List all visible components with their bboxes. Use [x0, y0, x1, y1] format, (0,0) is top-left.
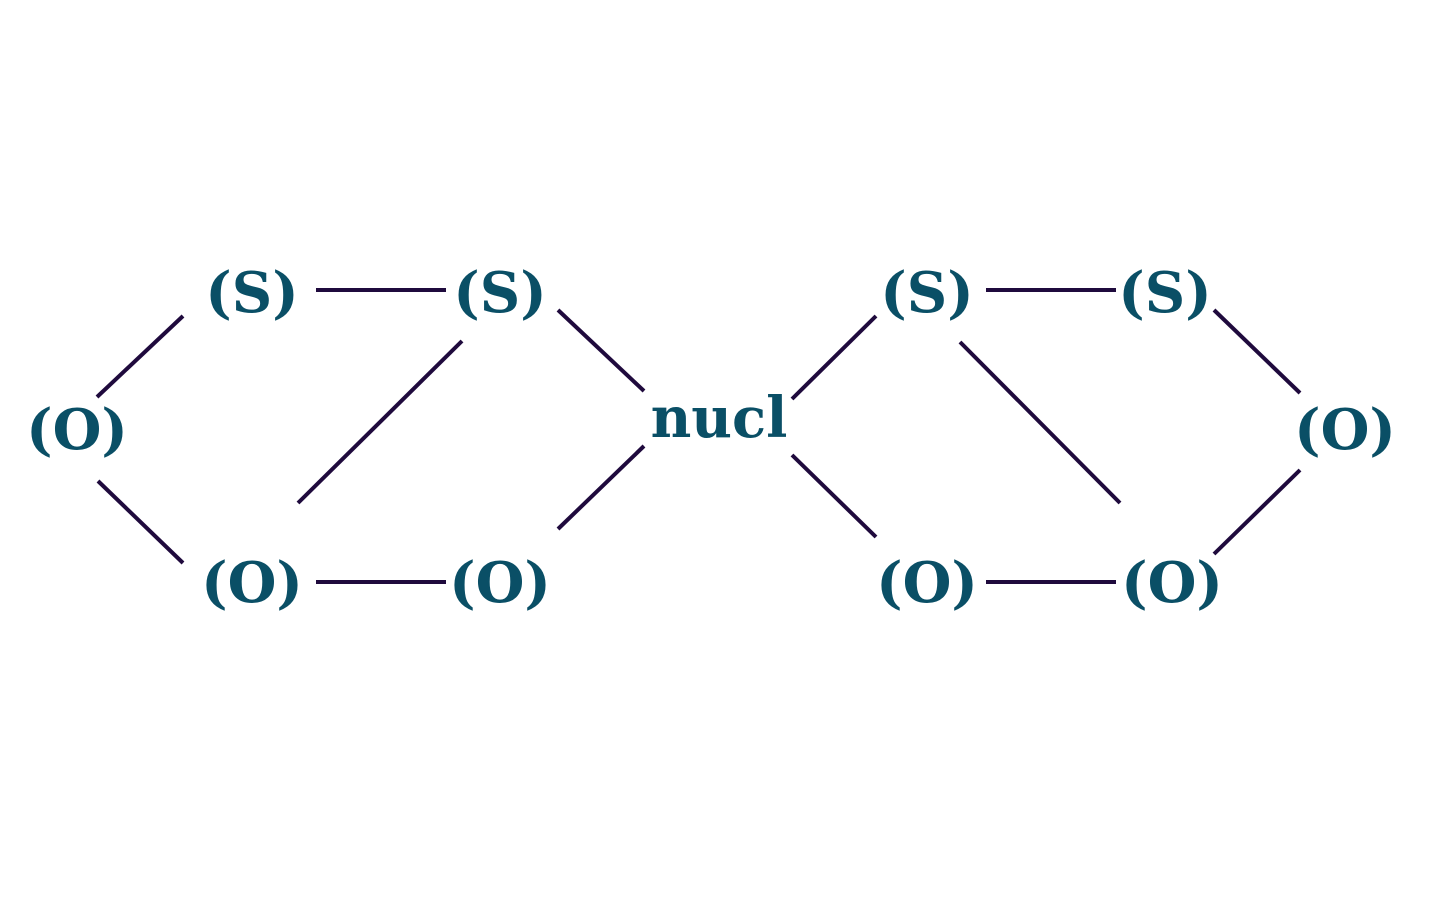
node-o-left: (O) — [26, 397, 128, 463]
edge-o_left-o_bl1 — [96, 479, 185, 565]
node-o-bottom-right-2: (O) — [1121, 550, 1223, 616]
node-o-right: (O) — [1294, 397, 1396, 463]
node-s-1: (S) — [205, 260, 299, 326]
node-nucl: nucl — [650, 385, 788, 451]
edge-s2-o_bl1 — [296, 339, 464, 505]
node-s-3: (S) — [880, 260, 974, 326]
node-o-bottom-left-1: (O) — [201, 550, 303, 616]
edge-s2-nucl — [556, 308, 646, 393]
node-s-2: (S) — [453, 260, 547, 326]
edge-o_br2-o_right — [1212, 468, 1302, 556]
edge-s4-o_right — [1212, 308, 1302, 395]
node-o-bottom-right-1: (O) — [876, 550, 978, 616]
edge-o_bl2-nucl — [556, 444, 646, 531]
node-s-4: (S) — [1118, 260, 1212, 326]
node-o-bottom-left-2: (O) — [449, 550, 551, 616]
edge-nucl-o_br1 — [790, 453, 878, 539]
edge-nucl-s3 — [790, 314, 878, 401]
edge-s3-o_br2 — [958, 340, 1122, 505]
edge-o_left-s1 — [95, 314, 185, 399]
